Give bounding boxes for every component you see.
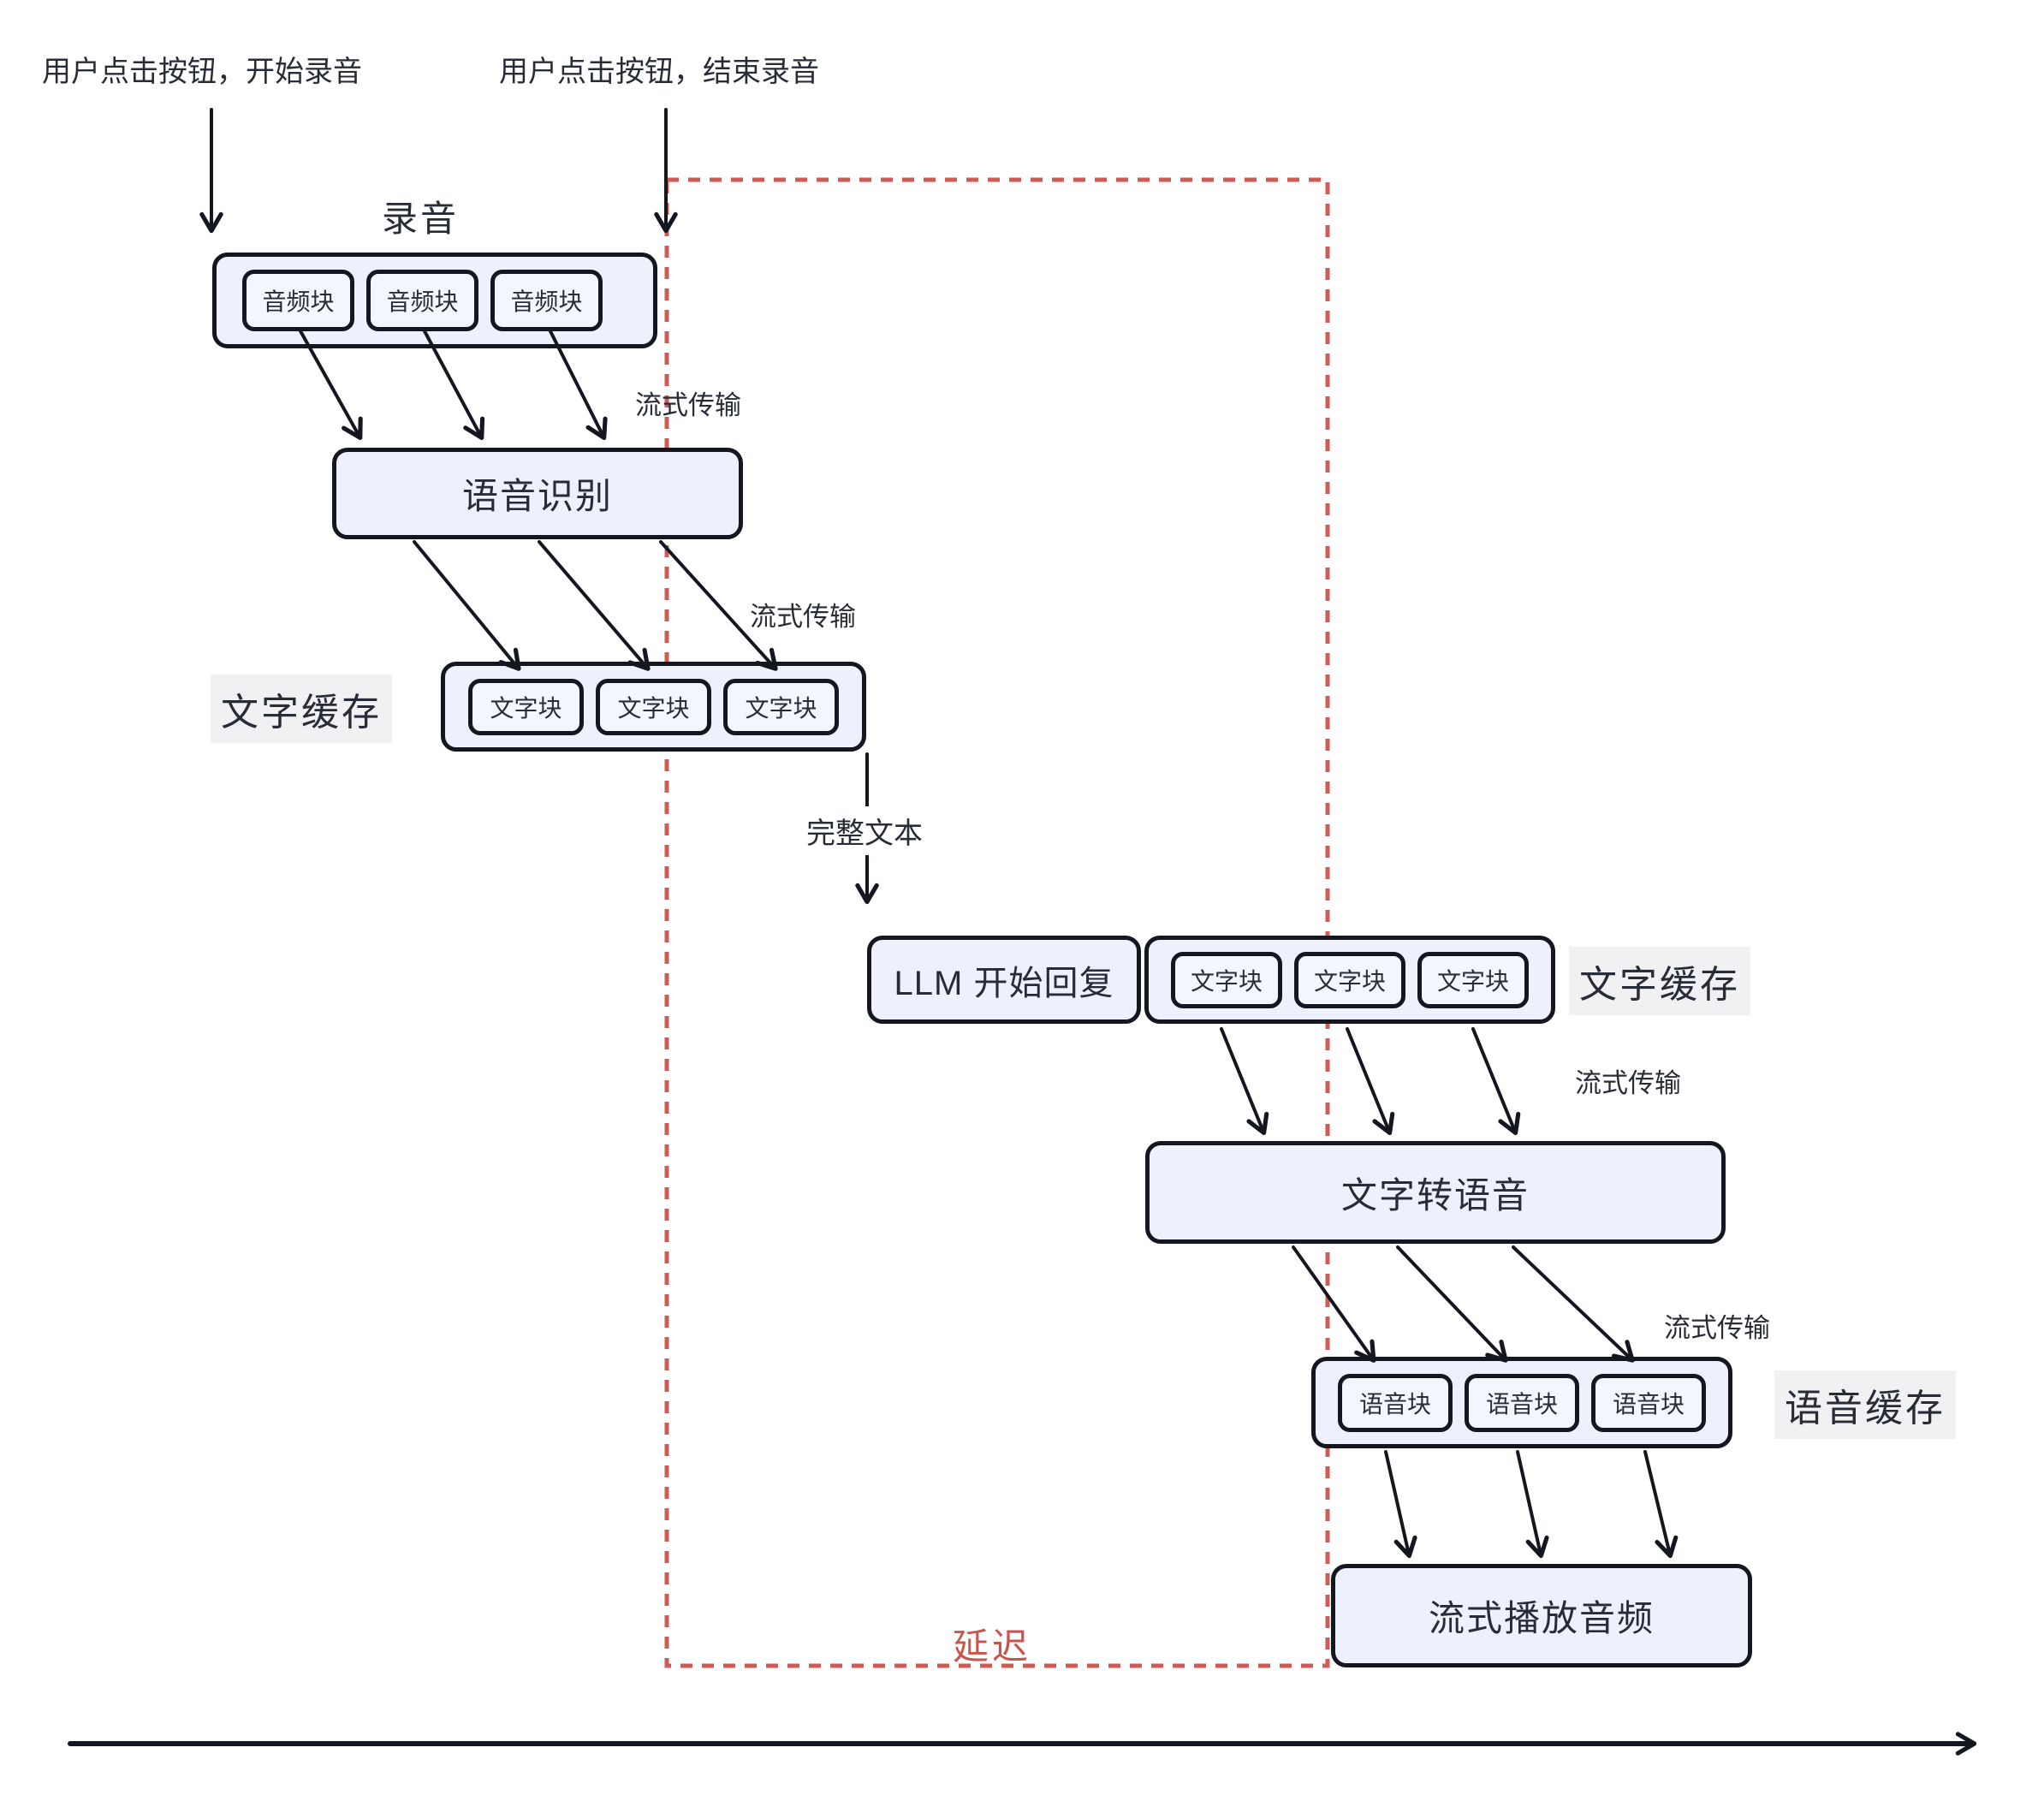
text-chunk: 文字块 (1294, 951, 1405, 1008)
arrow-tts-to-voice2 (1396, 1245, 1508, 1363)
annotation-start-recording: 用户点击按钮，开始录音 (42, 56, 362, 88)
playback-label: 流式播放音频 (1428, 1598, 1655, 1638)
arrow-text2-to-tts (1346, 1027, 1395, 1136)
arrow-voice3-to-playback (1643, 1450, 1679, 1559)
voice-chunk: 语音块 (1591, 1373, 1706, 1432)
streaming-label-3: 流式传输 (1575, 1068, 1681, 1098)
audio-chunk: 音频块 (490, 270, 603, 331)
text-chunk: 文字块 (468, 678, 584, 735)
voice-cache-box: 语音块 语音块 语音块 (1311, 1357, 1732, 1448)
voice-chunk: 语音块 (1338, 1373, 1453, 1432)
audio-chunk: 音频块 (242, 270, 354, 331)
text-cache-1-label: 文字缓存 (211, 675, 392, 743)
tts-box: 文字转语音 (1145, 1141, 1726, 1244)
arrow-voice2-to-playback (1516, 1450, 1549, 1559)
arrow-text1-to-tts (1220, 1027, 1269, 1136)
voice-chunk: 语音块 (1465, 1373, 1579, 1432)
streaming-label-4: 流式传输 (1664, 1313, 1770, 1343)
annotation-stop-recording: 用户点击按钮，结束录音 (499, 56, 819, 88)
text-chunk: 文字块 (1417, 951, 1529, 1008)
recording-buffer-box: 音频块 音频块 音频块 (212, 253, 657, 348)
llm-box: LLM 开始回复 (867, 936, 1141, 1024)
delay-label: 延迟 (953, 1626, 1032, 1667)
arrow-voice1-to-playback (1384, 1450, 1417, 1559)
audio-chunk: 音频块 (366, 270, 478, 331)
text-chunk: 文字块 (596, 678, 711, 735)
arrow-text3-to-tts (1471, 1027, 1521, 1136)
streaming-label-2: 流式传输 (750, 602, 856, 632)
llm-label: LLM 开始回复 (894, 964, 1114, 1002)
asr-box: 语音识别 (332, 448, 743, 539)
text-cache-1-box: 文字块 文字块 文字块 (441, 662, 866, 752)
arrow-tts-to-voice1 (1292, 1245, 1376, 1363)
text-cache-2-box: 文字块 文字块 文字块 (1144, 936, 1555, 1024)
text-cache-2-label: 文字缓存 (1569, 947, 1750, 1015)
delay-dashed-rectangle (664, 177, 1330, 1668)
text-chunk: 文字块 (723, 678, 839, 735)
arrow-tts-to-voice3 (1512, 1245, 1635, 1363)
arrow-asr-to-text2 (538, 540, 651, 671)
text-chunk: 文字块 (1171, 951, 1282, 1008)
recording-title: 录音 (382, 199, 460, 239)
arrow-asr-to-text1 (413, 540, 521, 671)
playback-box: 流式播放音频 (1331, 1564, 1752, 1667)
voice-cache-label: 语音缓存 (1774, 1370, 1956, 1439)
asr-label: 语音识别 (461, 476, 613, 516)
tts-label: 文字转语音 (1340, 1174, 1530, 1216)
full-text-label: 完整文本 (801, 806, 928, 855)
streaming-label-1: 流式传输 (635, 390, 741, 420)
